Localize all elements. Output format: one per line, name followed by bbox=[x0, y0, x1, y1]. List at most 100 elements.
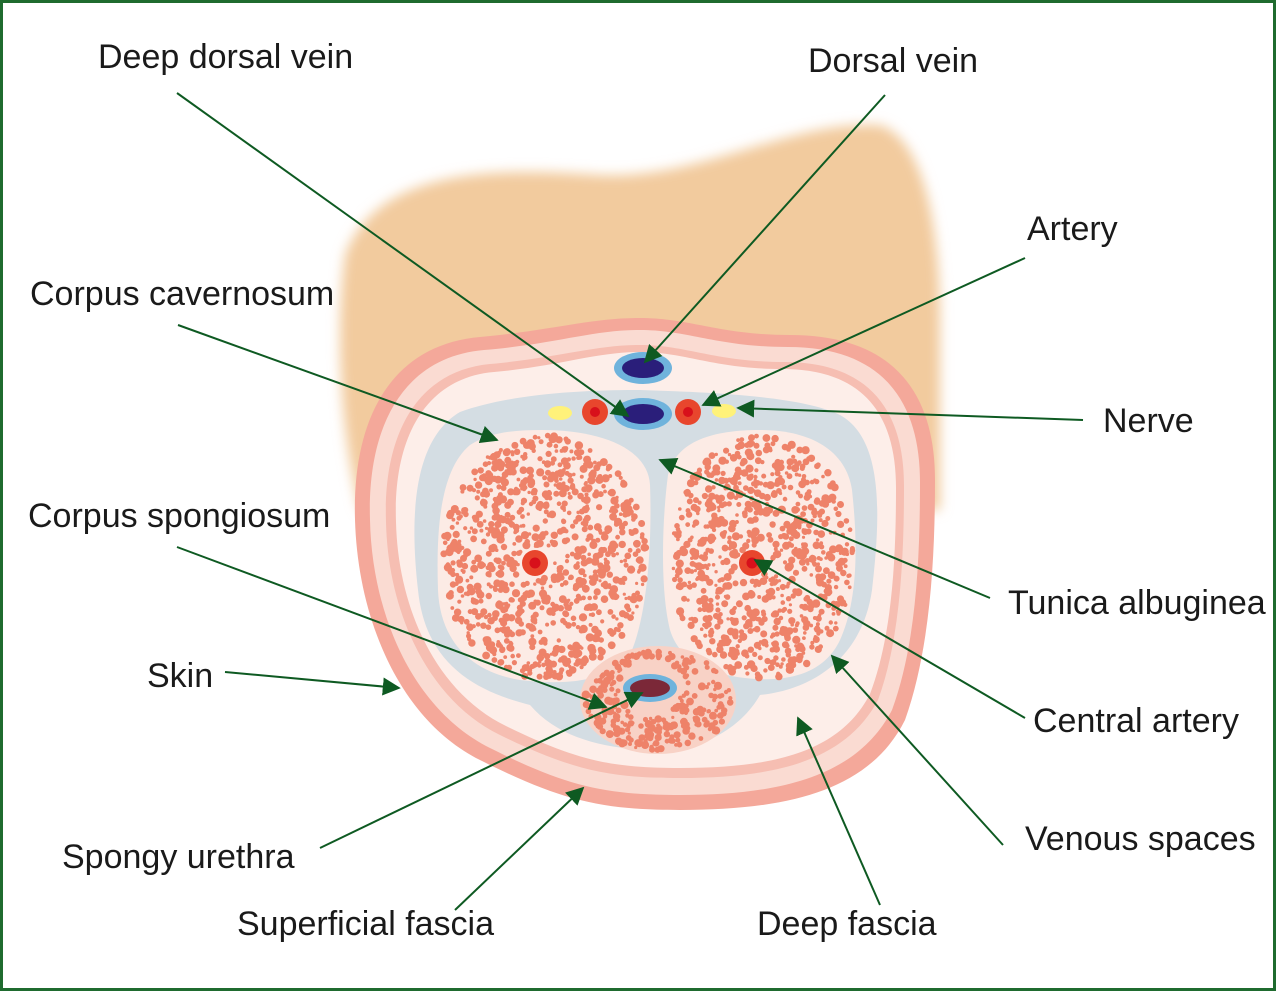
venous-space-dot bbox=[443, 531, 452, 541]
venous-space-dot bbox=[761, 473, 767, 479]
venous-space-dot bbox=[513, 486, 519, 492]
venous-space-dot bbox=[584, 492, 589, 497]
venous-space-dot bbox=[577, 454, 583, 460]
venous-space-dot bbox=[680, 655, 685, 659]
venous-space-dot bbox=[551, 650, 559, 657]
venous-space-dot bbox=[835, 544, 844, 553]
venous-space-dot bbox=[449, 581, 457, 588]
venous-space-dot bbox=[461, 510, 465, 515]
venous-space-dot bbox=[508, 521, 516, 528]
venous-space-dot bbox=[788, 617, 796, 625]
dorsal-vein bbox=[614, 352, 672, 384]
venous-space-dot bbox=[511, 560, 519, 567]
venous-space-dot bbox=[741, 615, 747, 621]
venous-space-dot bbox=[664, 655, 672, 663]
venous-space-dot bbox=[682, 673, 689, 680]
venous-space-dot bbox=[795, 522, 802, 529]
venous-space-dot bbox=[580, 656, 589, 665]
venous-space-dot bbox=[763, 668, 768, 673]
dorsal-nerve-right bbox=[712, 404, 736, 418]
venous-space-dot bbox=[442, 540, 448, 546]
venous-space-dot bbox=[702, 615, 710, 623]
venous-space-dot bbox=[491, 649, 496, 654]
venous-space-dot bbox=[720, 559, 726, 566]
venous-space-dot bbox=[632, 503, 640, 511]
venous-space-dot bbox=[810, 640, 815, 645]
venous-space-dot bbox=[567, 644, 573, 650]
venous-space-dot bbox=[474, 554, 483, 563]
venous-space-dot bbox=[722, 501, 728, 507]
label-artery: Artery bbox=[1027, 210, 1118, 248]
venous-space-dot bbox=[774, 464, 780, 470]
venous-space-dot bbox=[819, 544, 825, 550]
venous-space-dot bbox=[451, 517, 456, 522]
venous-space-dot bbox=[564, 438, 571, 445]
venous-space-dot bbox=[721, 534, 726, 539]
venous-space-dot bbox=[687, 580, 692, 585]
venous-space-dot bbox=[487, 612, 492, 618]
venous-space-dot bbox=[587, 524, 594, 531]
venous-space-dot bbox=[573, 553, 579, 559]
venous-space-dot bbox=[539, 605, 545, 611]
venous-space-dot bbox=[699, 627, 704, 631]
venous-space-dot bbox=[591, 538, 596, 544]
venous-space-dot bbox=[764, 435, 769, 441]
venous-space-dot bbox=[730, 457, 736, 462]
venous-space-dot bbox=[565, 553, 570, 559]
venous-space-dot bbox=[760, 638, 769, 647]
venous-space-dot bbox=[619, 522, 625, 527]
venous-space-dot bbox=[774, 631, 780, 637]
venous-space-dot bbox=[638, 734, 646, 741]
venous-space-dot bbox=[599, 728, 606, 735]
venous-space-dot bbox=[475, 613, 482, 620]
venous-space-dot bbox=[607, 549, 613, 555]
venous-space-dot bbox=[571, 488, 579, 496]
venous-space-dot bbox=[504, 603, 510, 610]
venous-space-dot bbox=[492, 586, 499, 593]
venous-space-dot bbox=[507, 557, 512, 562]
venous-space-dot bbox=[821, 494, 830, 503]
venous-space-dot bbox=[815, 538, 820, 542]
venous-space-dot bbox=[740, 469, 749, 477]
venous-space-dot bbox=[480, 622, 487, 629]
venous-space-dot bbox=[727, 535, 732, 540]
venous-space-dot bbox=[821, 474, 825, 479]
venous-space-dot bbox=[811, 509, 818, 516]
venous-space-dot bbox=[582, 701, 590, 708]
venous-space-dot bbox=[786, 562, 794, 570]
venous-space-dot bbox=[482, 651, 490, 660]
venous-space-dot bbox=[686, 498, 693, 505]
venous-space-dot bbox=[697, 682, 706, 691]
venous-space-dot bbox=[792, 569, 800, 576]
venous-space-dot bbox=[463, 618, 470, 625]
venous-space-dot bbox=[726, 699, 734, 706]
label-superficial-fascia: Superficial fascia bbox=[237, 905, 494, 943]
venous-space-dot bbox=[593, 678, 600, 684]
venous-space-dot bbox=[742, 512, 748, 519]
leader-lines bbox=[176, 92, 1084, 911]
venous-space-dot bbox=[789, 543, 795, 548]
venous-space-dot bbox=[551, 473, 559, 481]
venous-space-dot bbox=[546, 489, 552, 495]
venous-space-dot bbox=[780, 662, 784, 666]
venous-space-dot bbox=[754, 457, 762, 465]
venous-space-dot bbox=[533, 599, 538, 604]
venous-space-dot bbox=[494, 627, 501, 634]
venous-space-dot bbox=[493, 451, 501, 459]
venous-space-dot bbox=[495, 557, 502, 565]
venous-space-dot bbox=[696, 562, 702, 569]
venous-space-dot bbox=[507, 498, 514, 506]
venous-space-dot bbox=[739, 632, 748, 641]
venous-space-dot bbox=[787, 484, 794, 491]
venous-space-dot bbox=[513, 530, 518, 535]
venous-space-dot bbox=[769, 634, 774, 639]
venous-space-dot bbox=[730, 617, 736, 623]
venous-space-dot bbox=[628, 529, 636, 536]
venous-space-dot bbox=[564, 559, 570, 564]
venous-space-dot bbox=[496, 531, 505, 540]
venous-space-dot bbox=[628, 497, 634, 503]
venous-space-dot bbox=[574, 546, 582, 554]
venous-space-dot bbox=[469, 526, 474, 530]
venous-space-dot bbox=[777, 477, 786, 486]
venous-space-dot bbox=[574, 441, 584, 450]
